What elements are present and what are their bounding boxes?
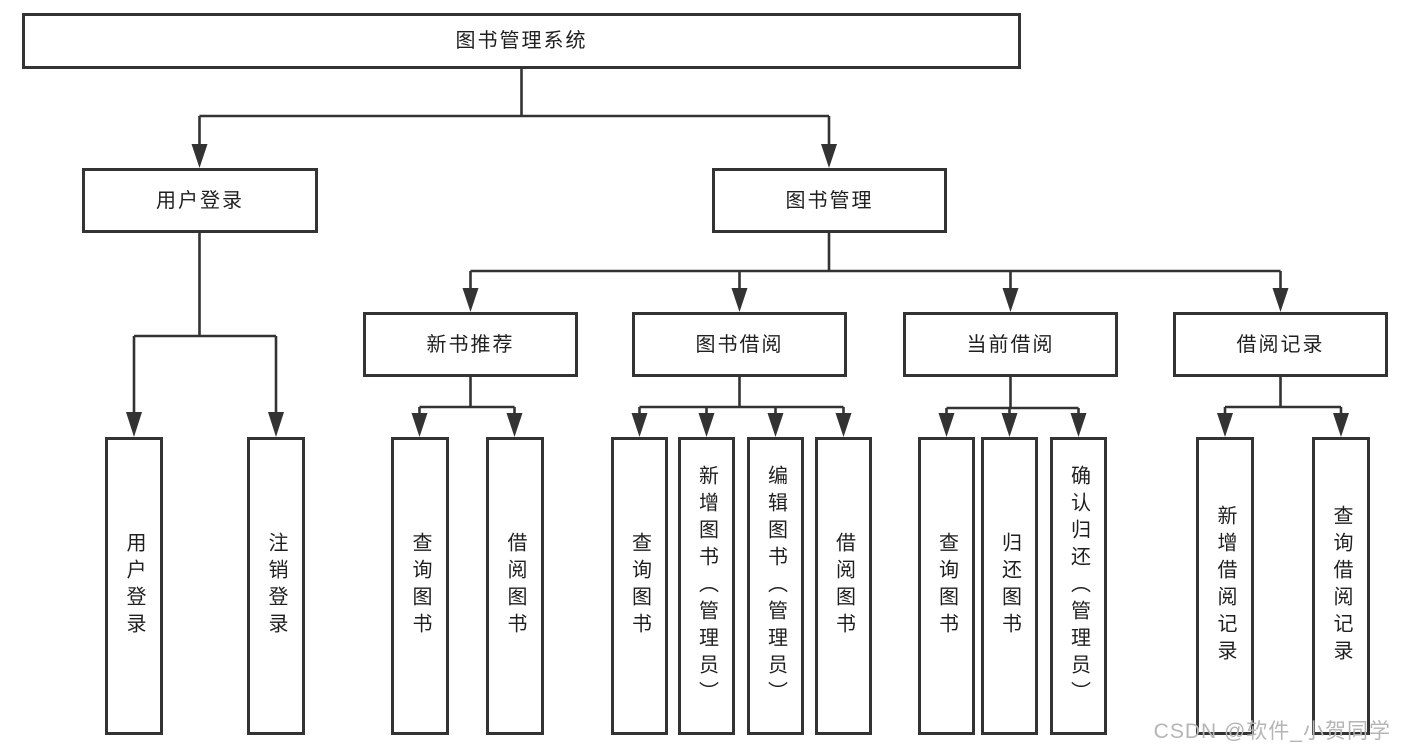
node-label: 图书借阅 (695, 333, 784, 356)
node-label: 借阅记录 (1236, 333, 1325, 356)
node-label: 新增借阅记录 (1214, 505, 1236, 667)
leaf-query-books-recommend: 查询图书 (391, 437, 449, 735)
node-borrowing-records: 借阅记录 (1173, 312, 1388, 377)
leaf-borrow-books-borrowing: 借阅图书 (815, 437, 872, 735)
leaf-return-books: 归还图书 (981, 437, 1038, 735)
node-library-management-system: 图书管理系统 (22, 13, 1021, 69)
node-book-borrowing: 图书借阅 (632, 312, 847, 377)
node-label: 确认归还（管理员） (1067, 464, 1090, 708)
node-label: 归还图书 (998, 532, 1021, 640)
node-book-management: 图书管理 (712, 168, 947, 233)
leaf-add-books-admin: 新增图书（管理员） (678, 437, 735, 735)
csdn-watermark: CSDN @软件_小贺同学 (1153, 720, 1391, 743)
node-label: 查询图书 (628, 532, 651, 640)
node-label: 注销登录 (265, 532, 287, 640)
node-label: 查询图书 (409, 532, 431, 640)
node-new-book-recommend: 新书推荐 (363, 312, 578, 377)
node-label: 用户登录 (156, 189, 244, 212)
leaf-query-borrow-record: 查询借阅记录 (1312, 437, 1370, 735)
leaf-borrow-books-recommend: 借阅图书 (486, 437, 544, 735)
node-label: 当前借阅 (966, 333, 1055, 356)
node-label: 新增图书（管理员） (695, 464, 718, 708)
node-label: 图书管理系统 (455, 30, 588, 52)
node-label: 借阅图书 (504, 532, 526, 640)
node-user-login: 用户登录 (82, 168, 318, 233)
leaf-edit-books-admin: 编辑图书（管理员） (747, 437, 804, 735)
node-label: 新书推荐 (426, 333, 515, 356)
leaf-add-borrow-record: 新增借阅记录 (1196, 437, 1254, 735)
node-label: 编辑图书（管理员） (764, 464, 787, 708)
leaf-query-books-borrowing: 查询图书 (611, 437, 668, 735)
leaf-query-books-current: 查询图书 (918, 437, 975, 735)
leaf-user-login: 用户登录 (105, 437, 163, 735)
node-current-borrowing: 当前借阅 (903, 312, 1118, 377)
node-label: 借阅图书 (832, 532, 855, 640)
leaf-logout: 注销登录 (247, 437, 305, 735)
node-label: 用户登录 (123, 532, 145, 640)
node-label: 查询借阅记录 (1330, 505, 1352, 667)
node-label: 图书管理 (785, 189, 874, 212)
node-label: 查询图书 (935, 532, 958, 640)
leaf-confirm-return-admin: 确认归还（管理员） (1050, 437, 1107, 735)
